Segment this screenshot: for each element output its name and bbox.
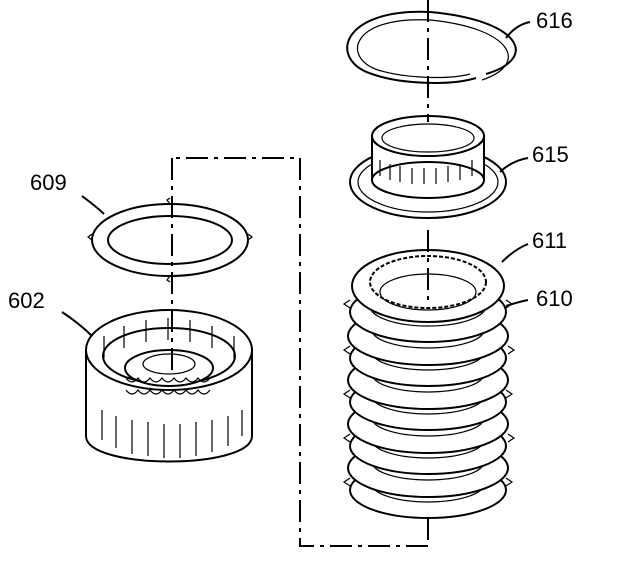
callout-609: 609 — [30, 170, 67, 195]
leader-611 — [501, 243, 529, 263]
callout-602: 602 — [8, 288, 45, 313]
leader-602 — [61, 311, 93, 337]
callout-616: 616 — [536, 8, 573, 33]
snap-ring — [346, 10, 517, 84]
callout-610: 610 — [536, 286, 573, 311]
leader-609 — [81, 195, 105, 215]
assembly-axis-lines — [171, 0, 429, 547]
clutch-housing — [85, 309, 253, 463]
leader-610 — [505, 299, 529, 307]
callout-615: 615 — [532, 142, 569, 167]
leader-616 — [505, 21, 531, 39]
wave-plate — [87, 197, 253, 283]
leader-lines — [61, 21, 531, 337]
callout-611: 611 — [532, 228, 567, 253]
clutch-plate-stack — [342, 249, 516, 519]
backing-plate — [349, 115, 507, 219]
leader-615 — [499, 157, 529, 173]
